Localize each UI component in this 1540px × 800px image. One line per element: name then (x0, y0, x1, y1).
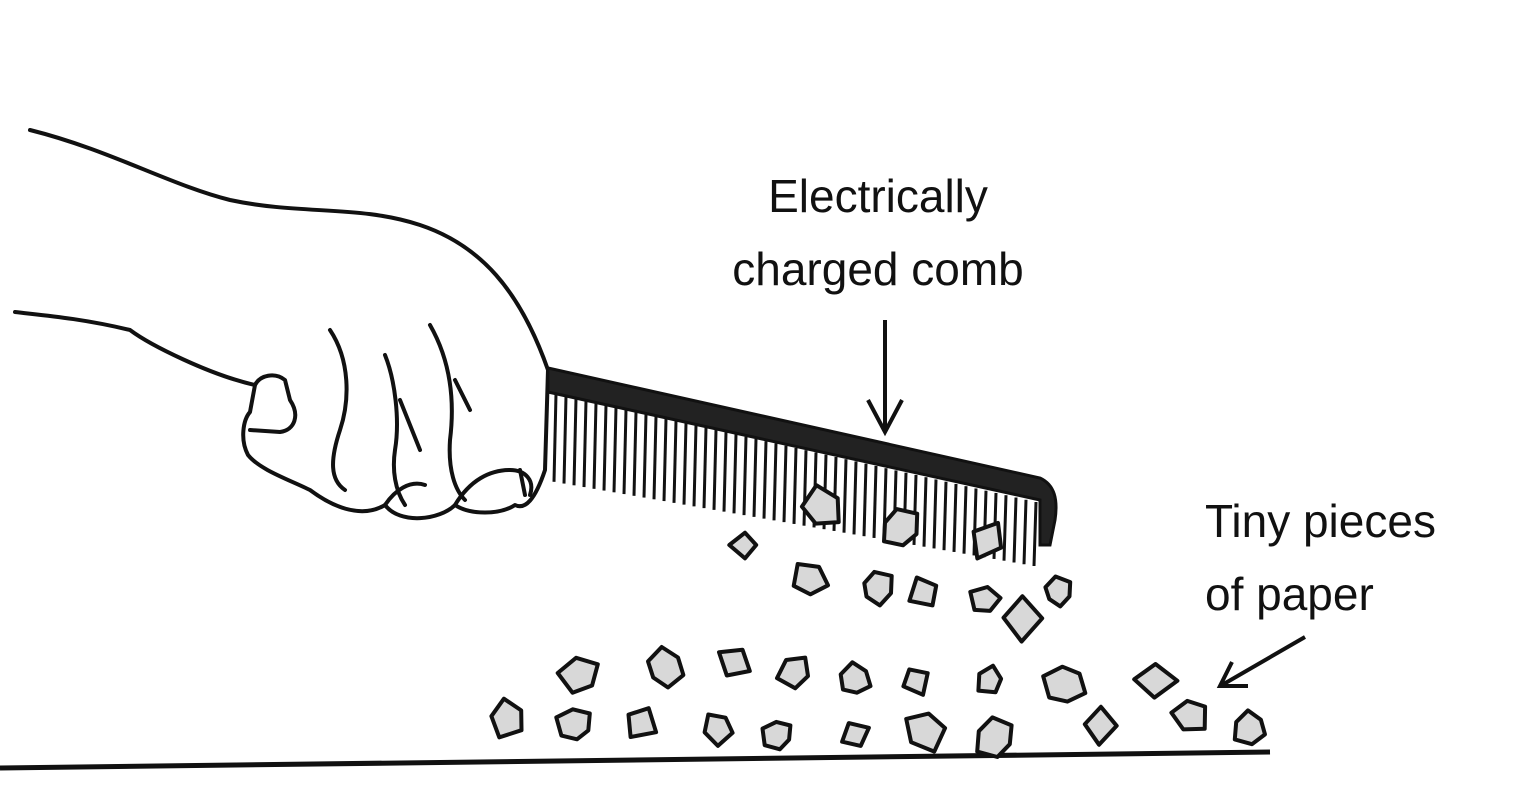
paper-piece (907, 575, 939, 608)
paper-label-line1: Tiny pieces (1205, 495, 1436, 547)
comb-tooth (1012, 497, 1018, 563)
comb-tooth (672, 420, 678, 503)
paper-piece (626, 706, 659, 739)
comb-tooth (622, 409, 628, 495)
comb-tooth (782, 445, 788, 523)
paper-piece (760, 719, 793, 752)
comb (546, 366, 1058, 567)
comb-tooth (712, 429, 718, 510)
comb-tooth (922, 477, 928, 547)
comb-tooth (732, 434, 738, 514)
comb-tooth (552, 393, 558, 482)
comb-tooth (652, 416, 658, 500)
paper-arrow (1216, 635, 1307, 688)
comb-tooth (692, 425, 698, 507)
paper-piece (975, 715, 1014, 759)
paper-piece (1043, 574, 1073, 609)
paper-piece (840, 721, 871, 748)
paper-piece (646, 645, 686, 690)
comb-spine (546, 366, 1058, 547)
comb-tooth (962, 486, 968, 554)
paper-piece (1041, 664, 1088, 704)
paper-piece (904, 711, 948, 754)
paper-piece (1132, 662, 1180, 700)
paper-pieces (489, 483, 1267, 759)
paper-piece (971, 520, 1004, 561)
paper-piece (791, 562, 830, 597)
comb-tooth (602, 405, 608, 491)
comb-tooth (802, 450, 808, 526)
comb-teeth (552, 393, 1038, 567)
paper-piece (555, 655, 600, 695)
comb-tooth (742, 436, 748, 516)
comb-tooth (1002, 495, 1008, 561)
comb-tooth (872, 465, 878, 538)
comb-label-line1: Electrically (768, 170, 988, 222)
hand (13, 128, 550, 521)
comb-tooth (762, 441, 768, 519)
comb-tooth (752, 438, 758, 517)
comb-tooth (852, 461, 858, 535)
comb-tooth (572, 398, 578, 486)
comb-tooth (932, 479, 938, 549)
paper-piece (717, 647, 752, 678)
paper-piece (882, 507, 920, 548)
comb-tooth (562, 396, 568, 484)
ground-line (0, 749, 1271, 771)
paper-piece (976, 663, 1004, 695)
comb-tooth (1022, 499, 1028, 565)
paper-piece (554, 707, 592, 742)
comb-tooth (842, 459, 848, 533)
comb-tooth (952, 483, 958, 553)
comb-tooth (592, 402, 598, 489)
comb-tooth (682, 423, 688, 505)
comb-tooth (1032, 501, 1038, 567)
paper-piece (775, 655, 810, 691)
comb-tooth (612, 407, 618, 493)
comb-tooth (582, 400, 588, 488)
comb-tooth (722, 432, 728, 512)
paper-piece (838, 660, 873, 695)
paper-label-line2: of paper (1205, 568, 1374, 620)
comb-label-line2: charged comb (732, 243, 1024, 295)
paper-piece (1169, 698, 1208, 732)
paper-piece (1001, 594, 1045, 644)
comb-tooth (862, 463, 868, 537)
paper-piece (968, 585, 1003, 613)
paper-piece (1082, 704, 1119, 747)
comb-arrow (866, 320, 904, 437)
comb-tooth (792, 447, 798, 524)
comb-tooth (702, 427, 708, 509)
comb-tooth (642, 414, 648, 498)
paper-piece (901, 667, 930, 697)
paper-piece (702, 712, 735, 748)
paper-piece (727, 530, 759, 561)
comb-tooth (942, 481, 948, 551)
comb-tooth (662, 418, 668, 502)
paper-piece (1232, 708, 1267, 747)
paper-piece (862, 569, 894, 608)
paper-piece (489, 696, 524, 740)
comb-tooth (772, 443, 778, 521)
paper-piece (799, 483, 841, 526)
comb-tooth (632, 411, 638, 496)
